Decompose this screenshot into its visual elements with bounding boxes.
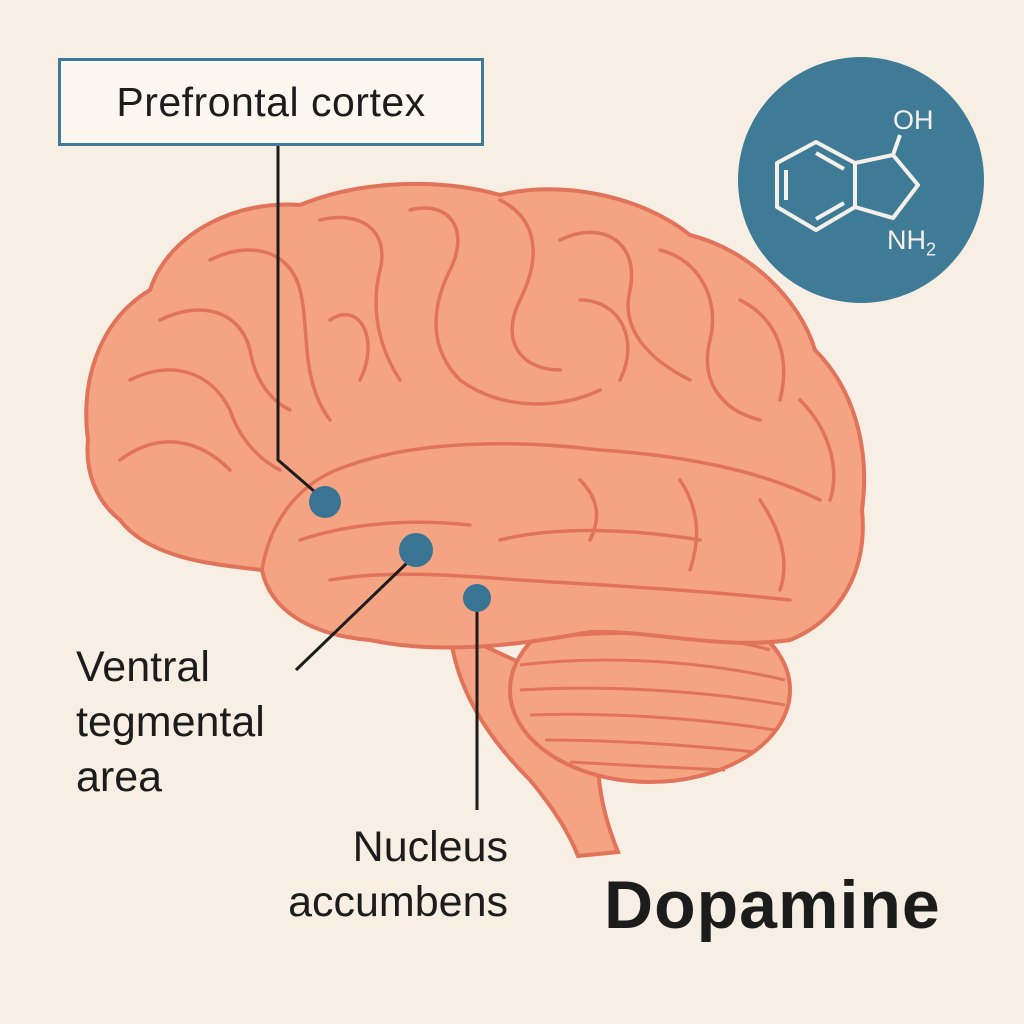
prefrontal-cortex-text: Prefrontal cortex <box>116 78 426 125</box>
title: Dopamine <box>604 867 941 943</box>
nac-line-1: Nucleus <box>352 823 508 871</box>
prefrontal-pointer-line <box>276 146 323 500</box>
dopamine-molecule-icon <box>738 57 984 303</box>
amine-label: NH2 <box>887 225 936 260</box>
vta-marker <box>399 533 433 567</box>
prefrontal-cortex-label: Prefrontal cortex <box>58 58 484 146</box>
hydroxyl-label: OH <box>893 105 934 135</box>
amine-subscript: 2 <box>926 239 937 260</box>
amine-nh: NH <box>887 225 926 255</box>
vta-line-1: Ventral <box>76 643 210 691</box>
nucleus-accumbens-label: Nucleus accumbens <box>288 820 508 930</box>
vta-pointer-line <box>294 560 410 672</box>
vta-line-3: area <box>76 753 163 801</box>
cerebrum <box>84 181 867 650</box>
ventral-tegmental-area-label: Ventral tegmental area <box>76 640 265 805</box>
vta-line-2: tegmental <box>76 698 265 746</box>
nac-marker <box>463 584 491 612</box>
gyri <box>118 198 836 602</box>
nac-line-2: accumbens <box>288 878 508 926</box>
prefrontal-marker <box>309 486 341 518</box>
